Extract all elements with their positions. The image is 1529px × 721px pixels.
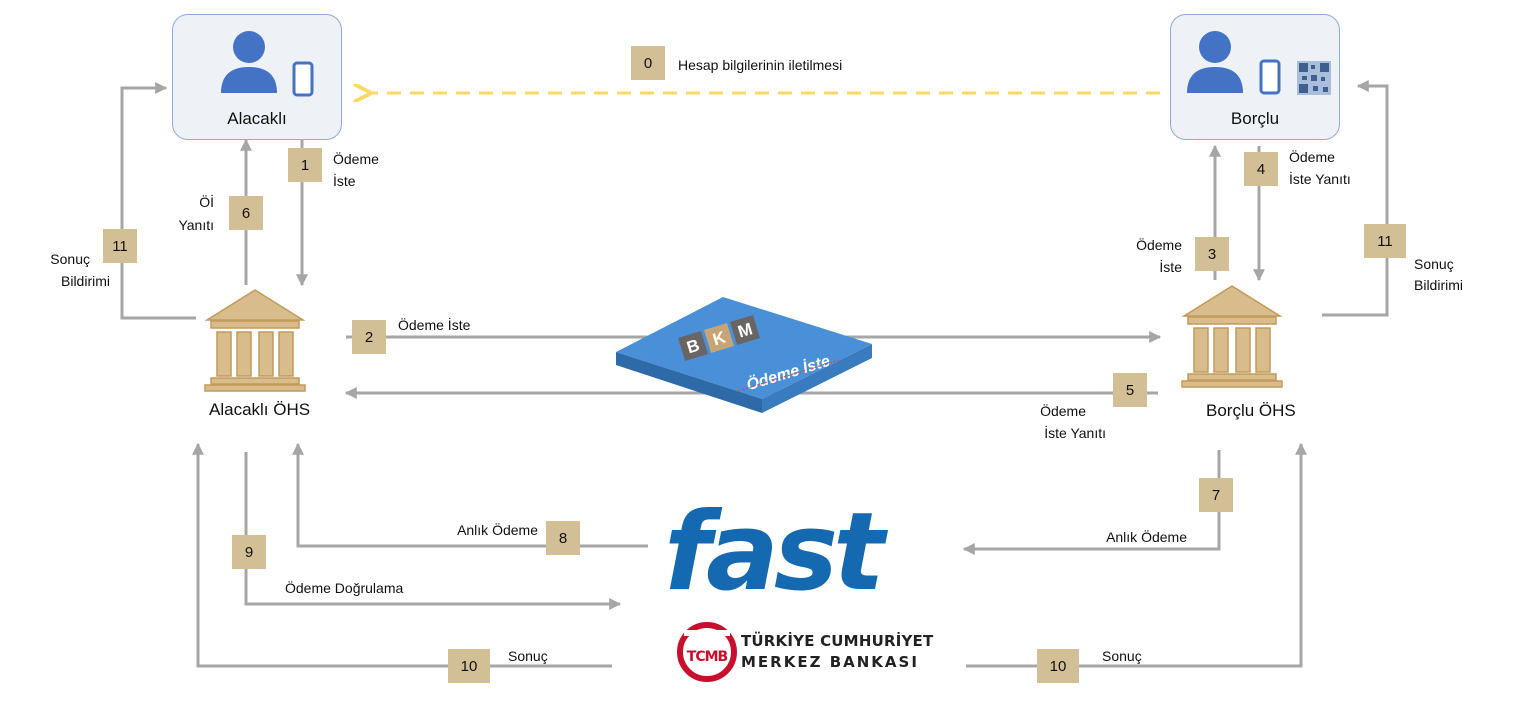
step-badge-10-left: 10 [448, 649, 490, 683]
person-icon [1187, 31, 1243, 93]
arrow-step-11-left [120, 82, 196, 320]
bkm-letter-box-k [704, 323, 734, 353]
creditor-label: Alacaklı [227, 109, 287, 128]
bkm-letter-b: B [684, 336, 701, 358]
debtor-label: Borçlu [1230, 109, 1280, 128]
arrow-step-8 [292, 442, 648, 548]
step-11-left-label-line2: Bildirimi [61, 273, 110, 289]
step-10-left-label: Sonuç [508, 648, 548, 664]
step-6-label-line1: Öİ [199, 194, 214, 210]
bkm-platform: B K M Ödeme İste [616, 297, 872, 413]
step-badge-1: 1 [288, 148, 322, 182]
step-10-right-label: Sonuç [1102, 648, 1142, 664]
step-11-right-label-line2: Bildirimi [1414, 277, 1463, 293]
step-9-label: Ödeme Doğrulama [285, 580, 404, 596]
step-7-label: Anlık Ödeme [1106, 529, 1187, 545]
step-badge-3: 3 [1195, 237, 1229, 271]
arrow-step-9 [244, 452, 622, 610]
step-3-label-line2: İste [1159, 259, 1182, 275]
step-0-label: Hesap bilgilerinin iletilmesi [678, 57, 843, 73]
debtor-actor-box: Borçlu [1170, 14, 1340, 140]
bkm-letter-box-m [730, 315, 760, 345]
step-badge-8: 8 [546, 521, 580, 555]
mobile-phone-icon [1259, 59, 1281, 95]
step-5-label-line2: İste Yanıtı [1044, 425, 1106, 441]
fast-logo: fast [664, 490, 885, 615]
tcmb-mark: TCMB [687, 649, 728, 665]
creditor-ohs-label: Alacaklı ÖHS [209, 400, 311, 419]
tcmb-emblem: TCMB [677, 622, 737, 682]
step-badge-5: 5 [1113, 373, 1147, 407]
bkm-letter-box-b [678, 331, 708, 361]
step-badge-11-right: 11 [1364, 224, 1406, 258]
debtor-ohs-label: Borçlu ÖHS [1206, 401, 1296, 420]
arrow-step-10-right [966, 442, 1307, 668]
step-badge-2: 2 [352, 320, 386, 354]
step-badge-4: 4 [1244, 152, 1278, 186]
step-1-label-line2: İste [333, 173, 356, 189]
step-3-label-line1: Ödeme [1136, 237, 1182, 253]
step-4-label-line1: Ödeme [1289, 149, 1335, 165]
bkm-label-underline [737, 359, 840, 392]
step-11-left-label-line1: Sonuç [50, 251, 90, 267]
step-4-label-line2: İste Yanıtı [1289, 171, 1351, 187]
step-badge-0: 0 [631, 46, 665, 80]
bkm-letter-m: M [736, 319, 755, 341]
step-8-label: Anlık Ödeme [457, 522, 538, 538]
step-badge-10-right: 10 [1037, 649, 1079, 683]
creditor-actor-box: Alacaklı [172, 14, 342, 140]
tcmb-name-line1: TÜRKİYE CUMHURİYET [741, 632, 934, 650]
step-badge-11-left: 11 [103, 229, 137, 263]
step-badge-9: 9 [232, 535, 266, 569]
tcmb-name-line2: MERKEZ BANKASI [741, 653, 919, 671]
step-5-label-line1: Ödeme [1040, 403, 1086, 419]
person-icon [221, 31, 277, 93]
step-1-label-line1: Ödeme [333, 151, 379, 167]
debtor-bank-icon [1181, 285, 1283, 388]
qr-code-icon [1297, 61, 1331, 95]
step-11-right-label-line1: Sonuç [1414, 256, 1454, 272]
mobile-phone-icon [292, 61, 314, 97]
step-6-label-line2: Yanıtı [178, 217, 214, 233]
creditor-bank-icon [204, 289, 306, 392]
step-badge-7: 7 [1199, 478, 1233, 512]
step-2-label: Ödeme İste [398, 317, 471, 333]
arrow-step-11-right [1322, 80, 1389, 317]
step-badge-6: 6 [229, 196, 263, 230]
